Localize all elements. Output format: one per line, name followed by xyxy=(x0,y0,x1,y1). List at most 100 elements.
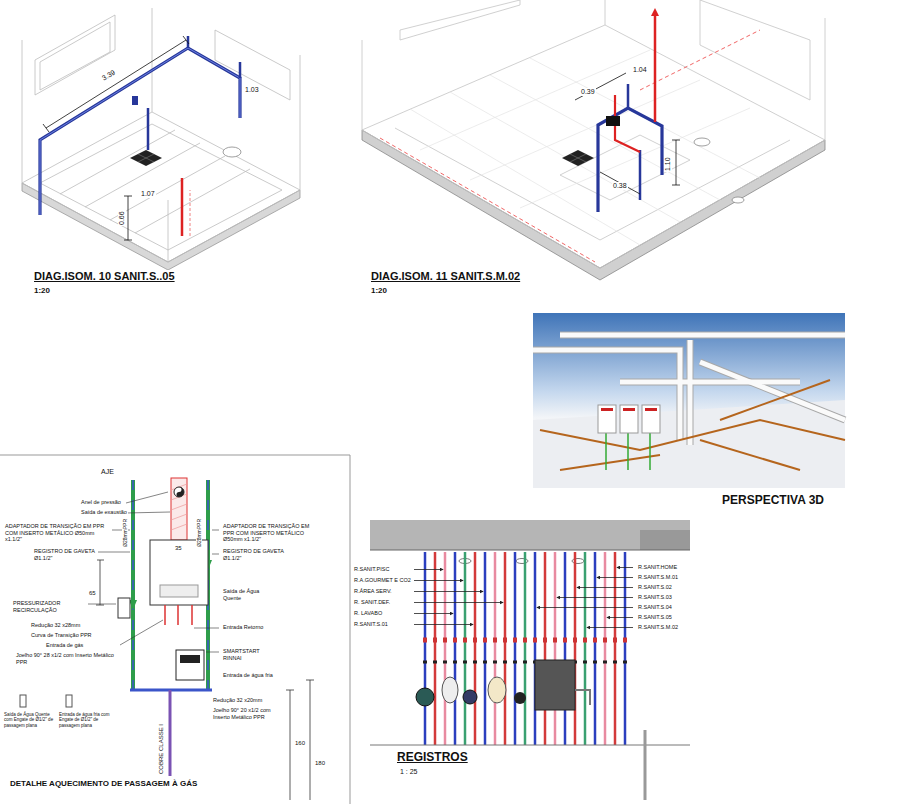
isometric-drawing-11-part xyxy=(362,0,825,268)
isometric-drawing-10-part-part xyxy=(40,22,110,90)
isometric-drawing-11-part xyxy=(575,73,676,194)
callout-label: Saída de Água Quente com Engate de Ø1/2"… xyxy=(3,712,55,728)
isometric-drawing-10-part xyxy=(132,96,138,105)
callout-label: Entrada de água fria com Engate de Ø1/2"… xyxy=(58,712,115,728)
scale-note: 1:20 xyxy=(32,286,52,296)
callout-label: PRESSURIZADOR RECIRCULAÇÃO xyxy=(12,600,86,613)
registers-elevation-part xyxy=(644,730,647,800)
gas-heater-detail-part xyxy=(177,487,185,497)
registers-elevation-part-part xyxy=(557,597,633,598)
isometric-drawing-10-part-part xyxy=(60,130,175,194)
registers-elevation-part-part xyxy=(504,552,507,745)
callout-label: Redução 32 x28mm xyxy=(30,622,81,629)
register-label: R.SANIT.S.M.01 xyxy=(637,574,679,581)
perspective-render-part-part xyxy=(720,380,830,420)
isometric-drawing-11-part-part xyxy=(700,0,810,100)
registers-elevation-part-part xyxy=(464,552,467,745)
registers-elevation-part-part xyxy=(414,591,483,592)
registers-elevation-part-part xyxy=(607,617,633,618)
callout-label: Saída de exaustão xyxy=(80,509,128,516)
registers-elevation-part xyxy=(370,550,690,551)
callout-label: Anel de pressão xyxy=(80,499,122,506)
dimension-text: 35 xyxy=(174,545,183,552)
registers-elevation-part-part xyxy=(604,552,607,745)
registers-elevation-part-part xyxy=(514,552,517,745)
gas-heater-detail-part xyxy=(171,478,187,540)
perspective-render-part-part xyxy=(627,433,629,470)
perspective-render-part-part xyxy=(688,340,693,445)
isometric-drawing-10-part-part xyxy=(110,156,225,220)
registers-elevation-part-part xyxy=(484,552,487,745)
view-title: DIAG.ISOM. 11 SANIT.S.M.02 xyxy=(369,270,522,283)
gas-heater-detail-part xyxy=(171,484,187,530)
perspective-render-part-part xyxy=(605,433,607,470)
perspective-render-part-part xyxy=(700,362,845,420)
gas-heater-detail xyxy=(0,455,350,804)
isometric-drawing-11-part xyxy=(672,140,680,185)
registers-elevation-part-part xyxy=(584,552,587,745)
dimension-text: 3.39 xyxy=(100,68,118,83)
registers-elevation-part-part xyxy=(414,613,453,614)
isometric-drawing-10-part xyxy=(46,40,186,128)
dimension-text: 0.66 xyxy=(118,210,126,226)
drawing-view: PERSPECTIVA 3D xyxy=(533,313,845,513)
isometric-drawing-10-part xyxy=(40,48,240,215)
perspective-render-part xyxy=(540,380,845,470)
gas-heater-detail-part-part xyxy=(98,552,130,553)
isometric-drawing-10-part xyxy=(190,190,191,236)
register-label: R. SANIT.DEF. xyxy=(353,599,391,606)
isometric-drawing-11-part xyxy=(606,116,620,126)
isometric-drawing-10-part xyxy=(181,178,184,236)
gas-heater-detail-part xyxy=(350,455,351,804)
isometric-drawing-11-part xyxy=(640,30,760,90)
isometric-drawing-10-part xyxy=(223,147,241,157)
perspective-render-part xyxy=(623,408,635,411)
dimension-text: 1.07 xyxy=(140,190,156,198)
register-label: R.SANIT.S.M.02 xyxy=(637,624,679,631)
gas-heater-detail-part-part xyxy=(112,530,130,531)
isometric-drawing-10-part xyxy=(22,183,300,270)
registers-elevation-part-part xyxy=(587,627,633,628)
gas-heater-detail-part-part xyxy=(126,512,170,513)
view-title: DETALHE AQUECIMENTO DE PASSAGEM À GÁS xyxy=(8,779,199,789)
isometric-drawing-11-part xyxy=(410,50,760,245)
perspective-render-part-part xyxy=(620,379,800,386)
dimension-text: 1.10 xyxy=(664,156,672,172)
registers-elevation-part-part xyxy=(414,624,473,625)
callout-label: Joelho 90° 20 x1/2 com Inserto Metálico … xyxy=(212,707,289,720)
perspective-render-part xyxy=(598,405,616,433)
perspective-render-part-part xyxy=(560,333,845,338)
registers-elevation-part-part xyxy=(544,552,547,745)
dimension-text: 1.03 xyxy=(244,86,260,94)
dimension-text: 1.04 xyxy=(632,66,648,74)
isometric-drawing-10-part-part xyxy=(22,112,300,262)
isometric-drawing-11 xyxy=(362,0,825,280)
dimension-text: 160 xyxy=(294,740,306,747)
register-label: R.SANIT.S.01 xyxy=(353,621,389,628)
gas-heater-detail-part-part xyxy=(206,652,219,653)
perspective-render-part-part xyxy=(540,420,845,450)
registers-elevation-part xyxy=(535,660,575,710)
register-label: R.A.GOURMET E CO2 xyxy=(353,577,412,584)
gas-heater-detail-part xyxy=(176,650,204,680)
gas-heater-detail-part-part xyxy=(88,604,116,605)
registers-elevation-part-part xyxy=(414,602,503,603)
perspective-render-part xyxy=(620,405,638,433)
isometric-drawing-11-part xyxy=(362,130,825,280)
gas-heater-detail-part xyxy=(132,480,134,690)
callout-label: Entrada de água fria xyxy=(222,672,274,679)
callout-label: Ø28mmPPR xyxy=(122,518,128,548)
dimension-text: 65 xyxy=(88,590,97,597)
isometric-drawing-10-part-part xyxy=(40,124,282,250)
perspective-render-part xyxy=(642,405,660,433)
drawing-view: DETALHE AQUECIMENTO DE PASSAGEM À GÁS xyxy=(0,453,350,804)
perspective-render-part-part xyxy=(700,362,845,420)
isometric-drawing-10 xyxy=(22,8,300,270)
register-label: R.SANIT.S.02 xyxy=(637,584,673,591)
perspective-render-part xyxy=(601,408,613,411)
gas-heater-detail-part xyxy=(286,680,314,800)
registers-elevation-part xyxy=(488,677,506,703)
isometric-drawing-10-part-part xyxy=(22,40,23,183)
callout-label: Saída de Água Quente xyxy=(222,588,279,601)
isometric-drawing-10-part xyxy=(148,36,240,150)
